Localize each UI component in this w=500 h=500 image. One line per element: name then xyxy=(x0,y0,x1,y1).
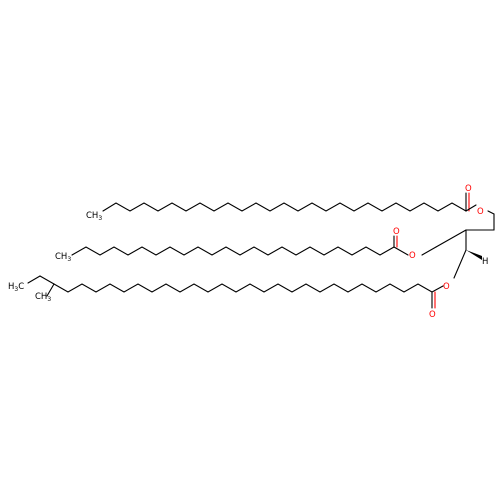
chain-1-ester-bond xyxy=(465,204,477,212)
stereo-hydrogen-label: H xyxy=(482,257,488,267)
chain-3-methyl-label: CH3 xyxy=(35,292,51,303)
chain-3-ethyl-bond xyxy=(27,275,41,284)
chain-2-carbonyl-oxygen: O xyxy=(393,227,400,237)
chain-2 xyxy=(71,229,495,260)
chain-3-methyl-bond xyxy=(46,283,55,297)
glycerol-bond-7 xyxy=(453,249,467,279)
chain-3-ester-bond xyxy=(431,285,444,293)
chain-1-methyl-label: CH3 xyxy=(86,211,102,222)
chain-1-backbone xyxy=(102,202,467,212)
chain-3-carbonyl-oxygen: O xyxy=(429,310,436,320)
chain-3-ester-oxygen: O xyxy=(443,282,450,292)
atom-labels: CH3 CH3 H3C CH3 O O O O O O H xyxy=(8,184,488,320)
chain-2-ester-bond xyxy=(393,246,409,256)
chain-2-methyl-label: CH3 xyxy=(55,252,71,263)
chain-2-backbone xyxy=(71,246,395,256)
chain-3-branch-bond xyxy=(39,275,55,285)
glycerol-bond-1 xyxy=(487,210,495,215)
glycerol-bond-4 xyxy=(435,229,467,248)
glycerol-bond-3 xyxy=(421,246,437,256)
chain-1-ester-oxygen: O xyxy=(477,207,484,217)
chain-3-ethyl-label: H3C xyxy=(8,282,24,293)
chain-3-backbone xyxy=(53,283,433,293)
chain-1 xyxy=(102,192,495,231)
chain-2-ester-oxygen: O xyxy=(409,251,416,261)
chain-3 xyxy=(27,249,467,309)
chain-1-carbonyl-oxygen: O xyxy=(465,184,472,194)
stereo-wedge xyxy=(466,250,482,260)
